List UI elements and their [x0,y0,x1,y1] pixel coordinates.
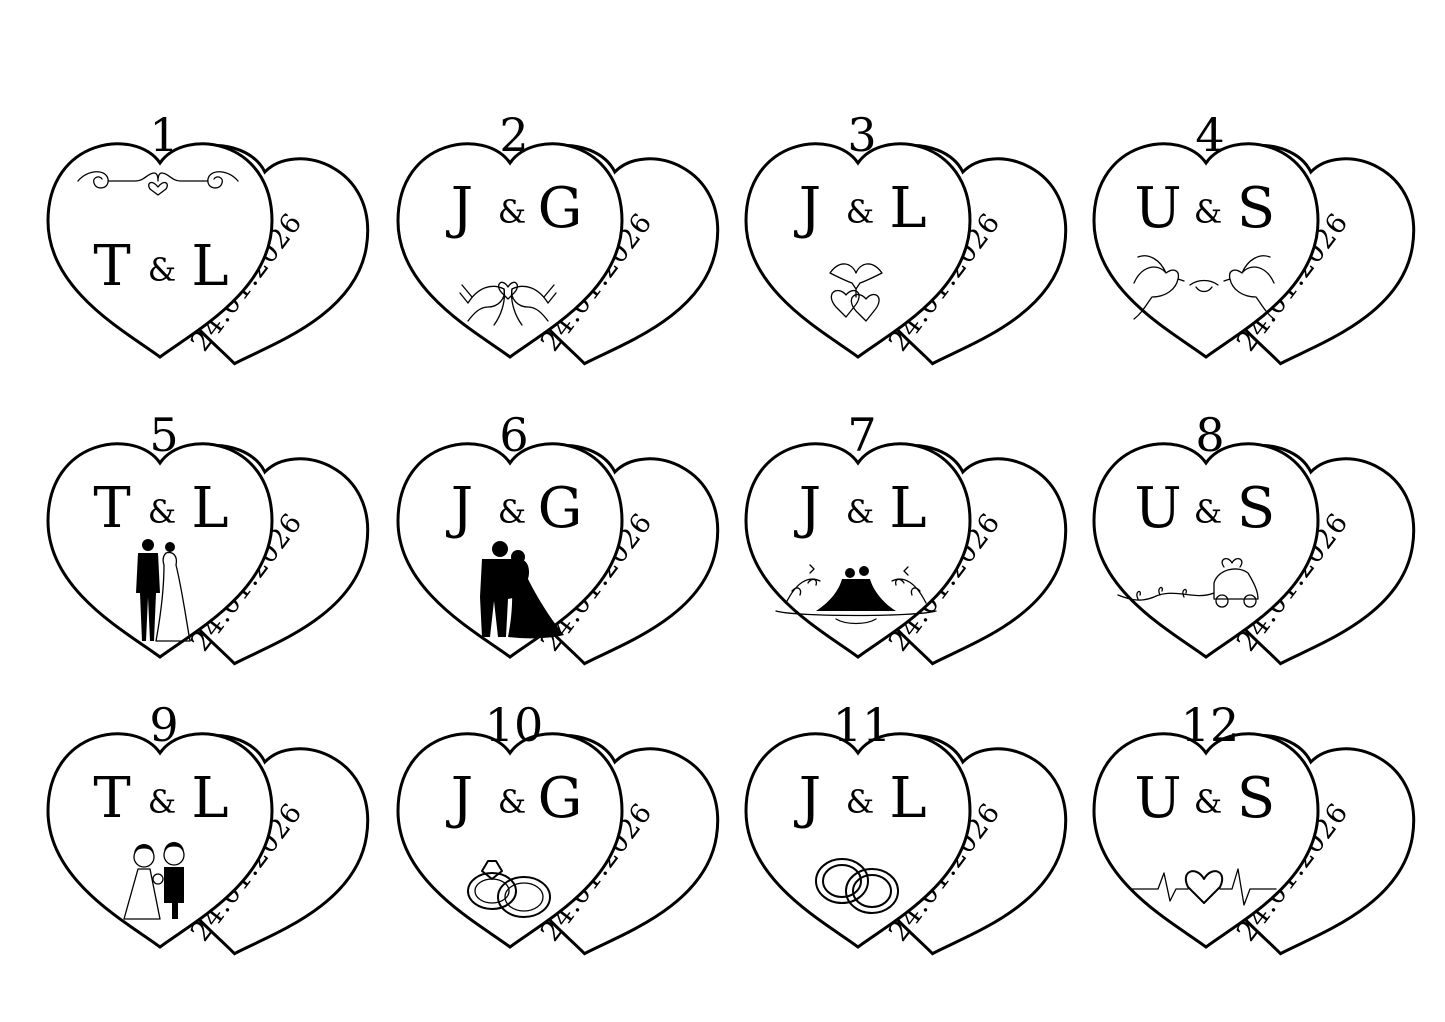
ampersand: & [846,193,874,231]
heart-pair-graphic: 24.01.20263J&L [744,108,1068,366]
front-heart [744,442,972,659]
heart-pair-graphic: 24.01.20262J&G [396,108,720,366]
heart-pair-graphic: 24.01.202610J&G [396,698,720,956]
initial-left: J [794,176,821,241]
design-number: 5 [149,408,178,462]
floral-couple-icon [775,564,937,625]
front-heart [46,142,274,359]
initial-right: L [889,476,926,541]
design-number: 12 [1181,698,1240,752]
front-heart [396,142,624,359]
diamond-rings-icon [467,860,551,918]
initial-left: J [446,176,473,241]
design-number: 8 [1195,408,1224,462]
bride-groom-silhouette-icon [136,539,191,642]
ampersand: & [1194,783,1222,821]
design-number: 10 [485,698,544,752]
ampersand: & [148,783,176,821]
design-number: 11 [833,698,892,752]
initial-right: L [191,766,228,831]
ampersand: & [148,251,176,289]
initial-right: L [889,176,926,241]
initial-left: J [446,476,473,541]
front-heart [744,732,972,949]
heart-pair-graphic: 24.01.202612U&S [1092,698,1416,956]
ampersand: & [1194,193,1222,231]
ampersand: & [148,493,176,531]
design-card-5: 24.01.20265T&L [30,395,370,685]
cartoon-couple-icon [123,842,185,920]
design-card-1: 24.01.20261T&L [30,95,370,385]
ampersand: & [498,193,526,231]
design-card-10: 24.01.202610J&G [380,685,720,975]
design-card-2: 24.01.20262J&G [380,95,720,385]
initial-left: U [1134,476,1181,541]
heart-pair-graphic: 24.01.202611J&L [744,698,1068,956]
design-card-7: 24.01.20267J&L [728,395,1068,685]
heart-pair-graphic: 24.01.20266J&G [396,408,720,666]
design-number: 7 [847,408,876,462]
kissing-doves-icon [459,281,557,326]
heart-pair-graphic: 24.01.20267J&L [744,408,1068,666]
heart-pair-graphic: 24.01.20265T&L [46,408,370,666]
design-number: 2 [499,108,528,162]
initial-right: L [191,234,228,299]
initial-right: S [1237,476,1275,541]
initial-left: J [794,766,821,831]
initial-left: U [1134,176,1181,241]
initial-left: J [446,766,473,831]
initial-left: T [93,766,130,831]
wedding-bands-icon [815,858,899,914]
ampersand: & [1194,493,1222,531]
design-card-12: 24.01.202612U&S [1076,685,1416,975]
doves-with-hearts-icon [829,263,883,322]
heart-pair-graphic: 24.01.20269T&L [46,698,370,956]
design-number: 6 [499,408,528,462]
initial-right: G [538,766,583,831]
initial-right: S [1237,176,1275,241]
heart-pair-graphic: 24.01.20264U&S [1092,108,1416,366]
design-number: 1 [149,108,178,162]
heart-pair-graphic: 24.01.20261T&L [46,108,370,366]
initial-left: J [794,476,821,541]
initial-right: G [538,476,583,541]
front-heart [396,442,624,659]
initial-left: U [1134,766,1181,831]
front-heart [1092,142,1320,359]
front-heart [1092,732,1320,949]
front-heart [46,442,274,659]
wedding-car-icon [1117,558,1259,608]
flourish-ornament-icon [77,171,239,196]
initial-right: S [1237,766,1275,831]
design-card-6: 24.01.20266J&G [380,395,720,685]
initial-left: T [93,476,130,541]
heartbeat-line-icon [1131,868,1277,906]
ampersand: & [846,783,874,821]
front-heart [396,732,624,949]
design-card-8: 24.01.20268U&S [1076,395,1416,685]
design-number: 9 [149,698,178,752]
heart-pair-graphic: 24.01.20268U&S [1092,408,1416,666]
design-number: 3 [847,108,876,162]
initial-left: T [93,234,130,299]
design-card-11: 24.01.202611J&L [728,685,1068,975]
initial-right: G [538,176,583,241]
design-card-4: 24.01.20264U&S [1076,95,1416,385]
initial-right: L [191,476,228,541]
ampersand: & [498,783,526,821]
design-number: 4 [1195,108,1224,162]
front-heart [744,142,972,359]
ampersand: & [498,493,526,531]
front-heart [1092,442,1320,659]
front-heart [46,732,274,949]
initial-right: L [889,766,926,831]
design-card-9: 24.01.20269T&L [30,685,370,975]
two-doves-icon [1133,255,1275,320]
design-card-3: 24.01.20263J&L [728,95,1068,385]
embracing-couple-icon [480,541,564,639]
ampersand: & [846,493,874,531]
